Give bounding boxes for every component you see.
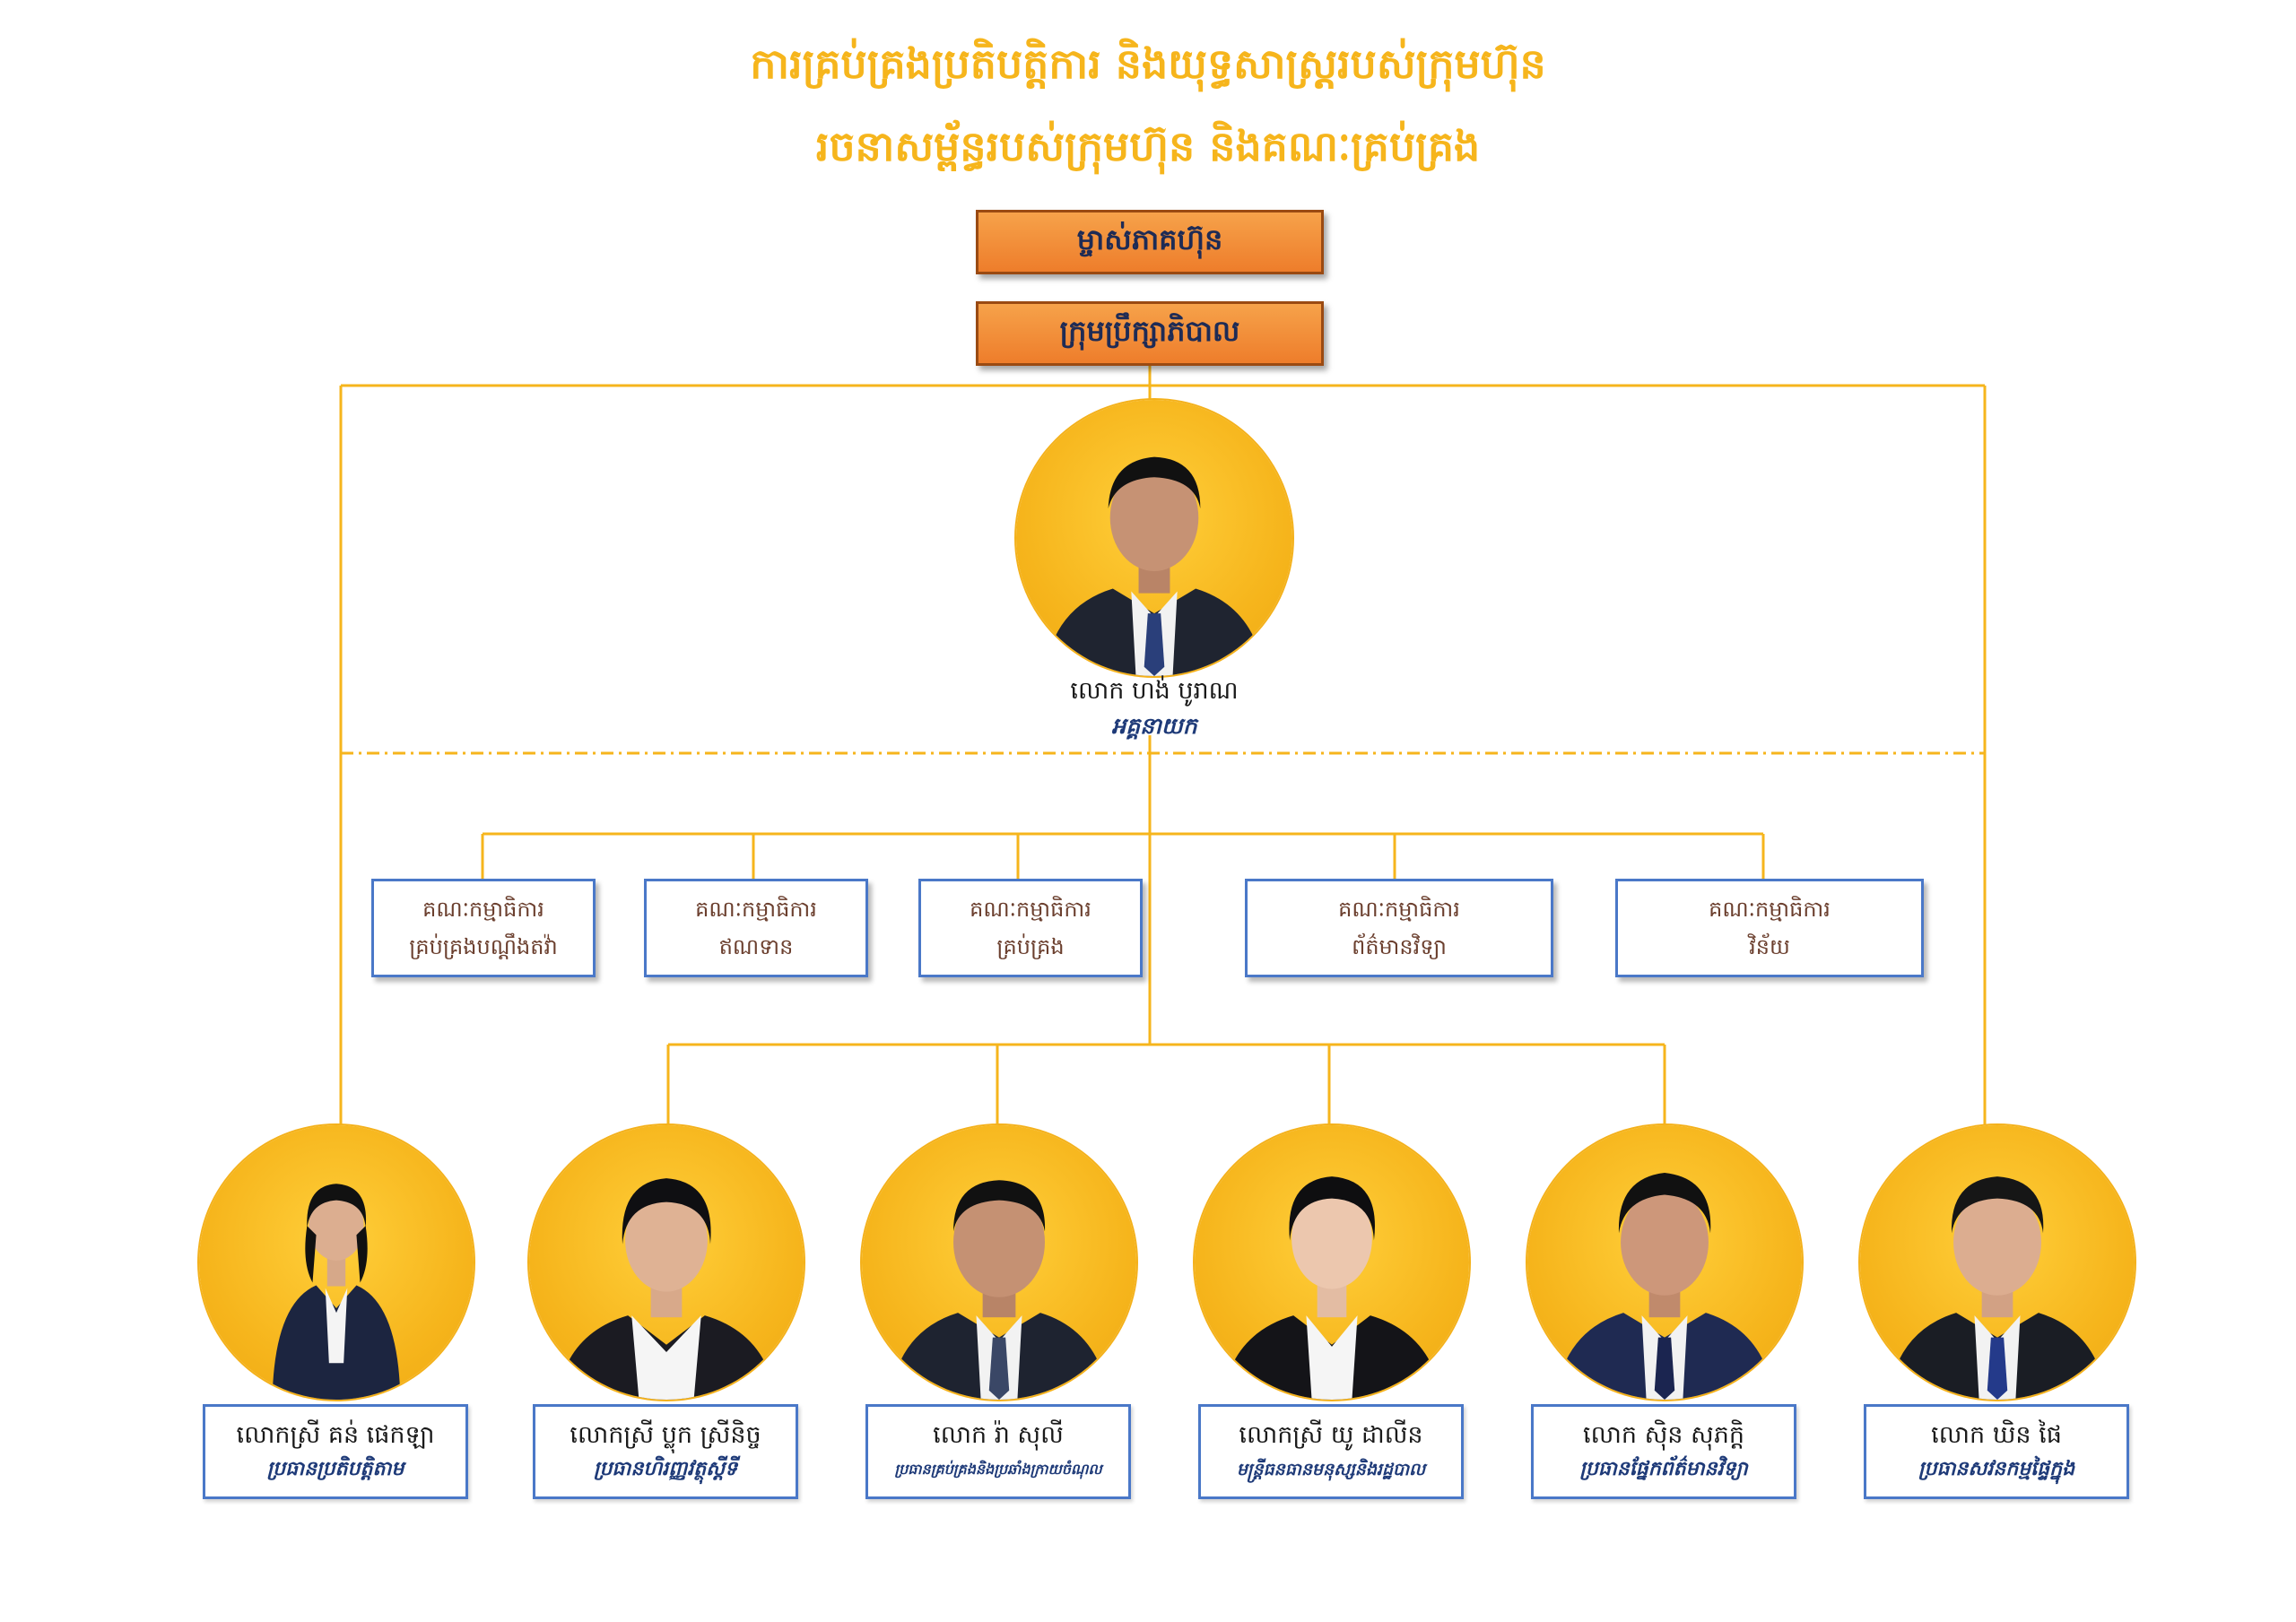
committee-discipline: គណៈកម្មាធិការ វិន័យ [1615,879,1924,977]
committee-credit: គណៈកម្មាធិការ ឥណទាន [644,879,868,977]
shareholders-label: ម្ចាស់ភាគហ៊ុន [1076,221,1223,256]
committee-heading: គណៈកម្មាធិការ [1338,897,1460,922]
staff-photo-2 [529,1125,804,1400]
staff-name: លោក រ៉ា សុលី [933,1421,1064,1449]
chart-title-line-2: រចនាសម្ព័ន្ធរបស់ក្រុមហ៊ុន និងគណៈគ្រប់គ្រ… [815,122,1481,170]
committee-complaints: គណៈកម្មាធិការ គ្រប់គ្រងបណ្តឹងតវ៉ា [371,879,596,977]
committee-name: គ្រប់គ្រង [996,934,1065,959]
staff-photo-3 [862,1125,1136,1400]
staff-photo-1 [199,1125,474,1400]
staff-card-3: លោក រ៉ា សុលី ប្រធានគ្រប់គ្រងនិងប្រឆាំងក្… [865,1404,1131,1499]
ceo-photo [1016,400,1292,676]
committee-name: វិន័យ [1749,934,1790,959]
committee-it: គណៈកម្មាធិការ ព័ត៌មានវិទ្យា [1245,879,1553,977]
ceo-title: អគ្គនាយក [1111,713,1197,739]
staff-card-1: លោកស្រី គន់ ផេកឡា ប្រធានប្រតិបត្តិតាម [203,1404,468,1499]
committee-management: គណៈកម្មាធិការ គ្រប់គ្រង [918,879,1143,977]
shareholders-box: ម្ចាស់ភាគហ៊ុន [976,210,1324,274]
staff-name: លោក ឃិន ផៃ [1931,1421,2062,1449]
staff-role: ប្រធានសវនកម្មផ្ទៃក្នុង [1918,1458,2075,1480]
committee-heading: គណៈកម្មាធិការ [422,897,544,922]
staff-name: លោកស្រី ប្លុក ស្រីនិច្ច [570,1421,761,1449]
committee-name: ព័ត៌មានវិទ្យា [1352,934,1447,959]
staff-card-6: លោក ឃិន ផៃ ប្រធានសវនកម្មផ្ទៃក្នុង [1864,1404,2129,1499]
staff-role: ប្រធានផ្នែកព័ត៌មានវិទ្យា [1579,1458,1748,1480]
board-of-directors-box: ក្រុមប្រឹក្សាភិបាល [976,301,1324,366]
staff-card-4: លោកស្រី យូ ដាលីន មន្ត្រីធនធានមនុស្សនិងរដ… [1198,1404,1464,1499]
staff-role: ប្រធានប្រតិបត្តិតាម [266,1458,404,1480]
staff-role: មន្ត្រីធនធានមនុស្សនិងរដ្ឋបាល [1236,1460,1426,1479]
staff-name: លោកស្រី គន់ ផេកឡា [236,1421,435,1449]
staff-photo-5 [1527,1125,1802,1400]
chart-title-line-1: ការគ្រប់គ្រងប្រតិបត្តិការ និងយុទ្ធសាស្ត្… [750,39,1546,88]
staff-role: ប្រធានគ្រប់គ្រងនិងប្រឆាំងក្រាយចំណុល [894,1461,1102,1478]
committee-name: គ្រប់គ្រងបណ្តឹងតវ៉ា [409,934,558,959]
staff-role: ប្រធានហិរញ្ញវត្ថុស្តីទី [593,1458,738,1480]
board-of-directors-label: ក្រុមប្រឹក្សាភិបាល [1059,313,1240,348]
staff-card-2: លោកស្រី ប្លុក ស្រីនិច្ច ប្រធានហិរញ្ញវត្ថ… [533,1404,798,1499]
staff-photo-4 [1195,1125,1469,1400]
staff-name: លោកស្រី យូ ដាលីន [1239,1421,1423,1449]
staff-name: លោក ស៊ិន សុភក្តិ [1583,1421,1744,1449]
committee-heading: គណៈកម្មាធិការ [1709,897,1831,922]
staff-photo-6 [1860,1125,2135,1400]
committee-heading: គណៈកម្មាធិការ [970,897,1091,922]
committee-heading: គណៈកម្មាធិការ [695,897,817,922]
ceo-name: លោក ហង់ បូរាណ [1070,677,1239,705]
staff-card-5: លោក ស៊ិន សុភក្តិ ប្រធានផ្នែកព័ត៌មានវិទ្យ… [1531,1404,1796,1499]
committee-name: ឥណទាន [718,934,794,959]
